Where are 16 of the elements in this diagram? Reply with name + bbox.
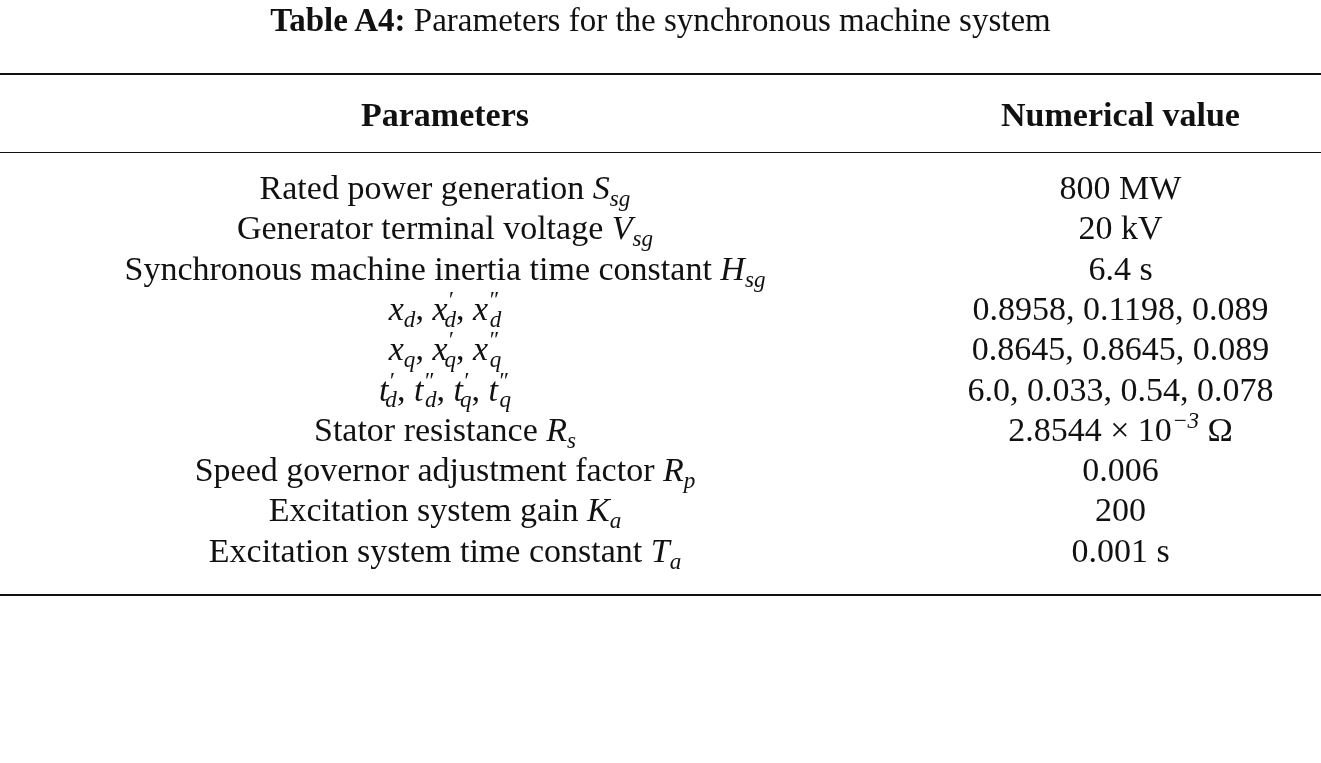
numerical-value: 0.001 s	[1070, 530, 1171, 571]
column-header: Parameters	[360, 95, 530, 135]
numerical-value: 0.8645, 0.8645, 0.089	[970, 329, 1271, 370]
numerical-value: 0.006	[1081, 450, 1160, 491]
column-header: Numerical value	[1000, 95, 1241, 135]
numerical-value: 6.4 s	[1087, 248, 1154, 289]
parameter-name: Speed governor adjustment factor R$_{p}$	[193, 450, 697, 491]
parameter-name: Excitation system time constant T$_{a}$	[207, 530, 683, 571]
table-title: Table A4: Parameters for the synchronous machine system	[269, 2, 1052, 39]
numerical-value: 800 MW	[1058, 168, 1183, 208]
numerical-value: 0.8958, 0.1198, 0.089	[971, 288, 1270, 329]
numerical-value: 200	[1094, 490, 1147, 531]
numerical-value: 20 kV	[1077, 208, 1164, 249]
numerical-value: 6.0, 0.033, 0.54, 0.078	[966, 369, 1275, 410]
parameter-name: Excitation system gain K$_{a}$	[267, 490, 623, 531]
numerical-value: 2.8544 × 10$^{−3}$ Ω	[1007, 409, 1234, 450]
